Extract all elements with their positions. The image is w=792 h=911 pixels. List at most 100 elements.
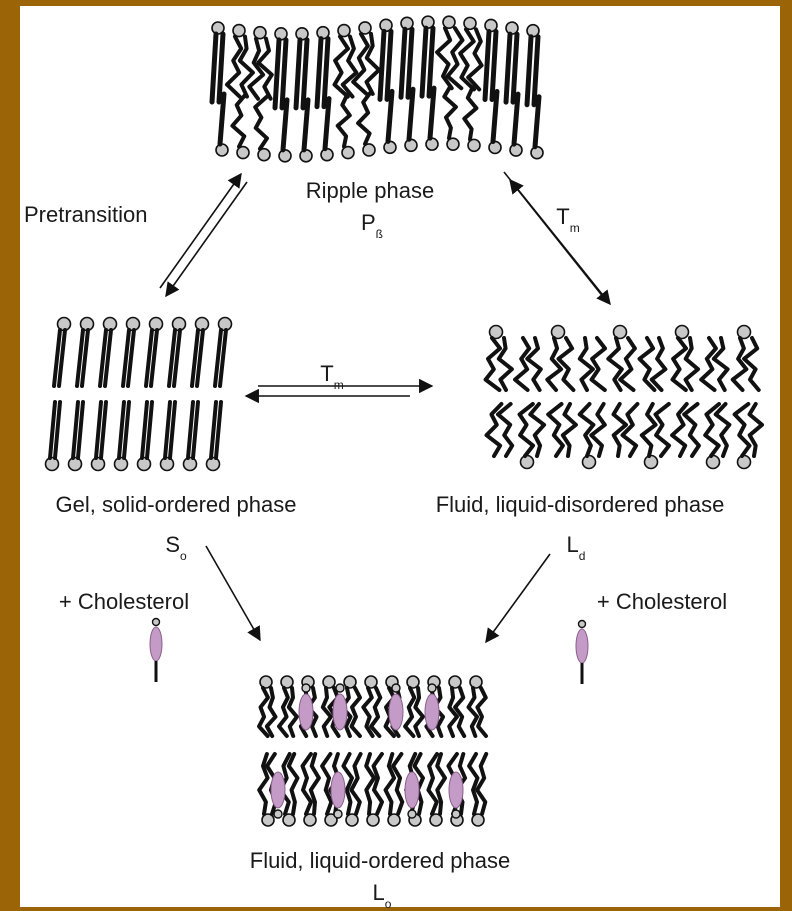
cholesterol-icon-head [153, 619, 160, 626]
cholesterol-label-left: + Cholesterol [59, 589, 189, 615]
cholesterol-icon-ring [150, 627, 162, 661]
lipid-tail [393, 754, 402, 814]
arrow-ld-to-lo [486, 554, 550, 642]
lipid-tail [279, 688, 288, 736]
lipid-tail [548, 404, 563, 456]
lipid-head [279, 150, 291, 162]
cholesterol-ring [271, 772, 285, 808]
lipid-tail [232, 95, 245, 147]
lipid-tail [580, 338, 593, 390]
lipid-head [115, 458, 128, 471]
lipid-tail [311, 754, 319, 814]
gel-symbol-subscript: o [180, 549, 187, 563]
lipid-tail [322, 754, 331, 814]
lipid-tail [733, 338, 747, 390]
lipid-tail [212, 34, 216, 102]
ripple-symbol-letter: P [361, 210, 376, 235]
lipid-head [161, 458, 174, 471]
cholesterol-head [452, 810, 460, 818]
cholesterol-head [274, 810, 282, 818]
lipid-head [521, 456, 534, 469]
lipid-tail [559, 338, 574, 390]
lipid-head [184, 458, 197, 471]
lipid-tail [422, 28, 426, 96]
lipid-tail [673, 338, 687, 390]
cholesterol-head [334, 810, 342, 818]
lipid-tail [455, 688, 464, 736]
tm-letter: T [556, 204, 569, 229]
lipid-tail [303, 40, 307, 108]
lipid-tail [656, 404, 670, 456]
cholesterol-label-right: + Cholesterol [597, 589, 727, 615]
ripple-symbol-subscript: ß [376, 227, 383, 241]
lipid-head [707, 456, 720, 469]
lipid-tail [701, 338, 716, 390]
lipid-tail [352, 688, 361, 736]
lipid-tail [289, 754, 298, 814]
lipid-tail [464, 87, 476, 139]
lipid-tail [623, 404, 638, 456]
lipid-tail [735, 404, 750, 456]
lipid-tail [259, 754, 267, 814]
pretransition-label: Pretransition [24, 202, 148, 228]
cholesterol-head [302, 684, 310, 692]
lipid-tail [405, 688, 414, 736]
tm-subscript: m [334, 378, 344, 392]
lipid-tail [429, 28, 433, 96]
lipid-tail [563, 404, 576, 456]
cholesterol-ring [331, 772, 345, 808]
lipid-tail [534, 37, 538, 105]
lipid-tail [485, 31, 489, 99]
gel-phase-symbol: So [165, 532, 186, 560]
lipid-tail [380, 31, 384, 99]
lipid-head [138, 458, 151, 471]
fluid-disordered-label: Fluid, liquid-disordered phase [436, 492, 725, 518]
lipid-tail [492, 31, 496, 99]
lipid-head [531, 147, 543, 159]
lipid-tail [527, 37, 531, 105]
lipid-tail [499, 338, 512, 390]
lipid-tail [477, 754, 486, 814]
lipid-tail [614, 404, 627, 456]
lipid-tail [374, 754, 383, 814]
cholesterol-ring [449, 772, 463, 808]
lo-symbol-subscript: o [385, 897, 392, 911]
lipid-head [405, 139, 417, 151]
lipid-head [300, 150, 312, 162]
cholesterol-head [428, 684, 436, 692]
lipid-tail [486, 338, 500, 390]
ripple-phase-symbol: Pß [361, 210, 383, 238]
lipid-tail [282, 40, 286, 108]
fluid-ordered-label: Fluid, liquid-ordered phase [250, 848, 511, 874]
liquid-disordered-bilayer [486, 326, 762, 469]
lipid-tail [608, 338, 622, 390]
lipid-tail [358, 92, 371, 144]
cholesterol-ring [425, 694, 439, 730]
lipid-tail [338, 95, 350, 147]
cholesterol-icon-ring [576, 629, 588, 663]
lipid-tail [387, 31, 391, 99]
cholesterol-head [392, 684, 400, 692]
lipid-tail [444, 86, 456, 138]
gel-phase-bilayer [46, 318, 232, 471]
lipid-tail [750, 404, 763, 456]
ripple-phase-bilayer [212, 16, 543, 162]
lipid-tail [289, 688, 297, 736]
lipid-tail [686, 338, 699, 390]
ripple-phase-label: Ripple phase [306, 178, 434, 204]
lipid-head [489, 141, 501, 153]
lipid-tail [255, 97, 267, 149]
lipid-head [384, 141, 396, 153]
fluid-ordered-symbol: Lo [373, 880, 392, 908]
lipid-tail [580, 404, 594, 456]
lipid-head [46, 458, 59, 471]
liquid-ordered-bilayer [259, 676, 486, 826]
lipid-tail [353, 34, 368, 94]
fluid-disordered-symbol: Ld [567, 532, 586, 560]
arrow-ripple-to-gel [166, 182, 247, 296]
lipid-tail [437, 754, 445, 814]
lipid-tail [592, 338, 606, 390]
lipid-tail [324, 39, 328, 107]
tm-label-right: Tm [556, 204, 579, 232]
lipid-tail [317, 39, 321, 107]
